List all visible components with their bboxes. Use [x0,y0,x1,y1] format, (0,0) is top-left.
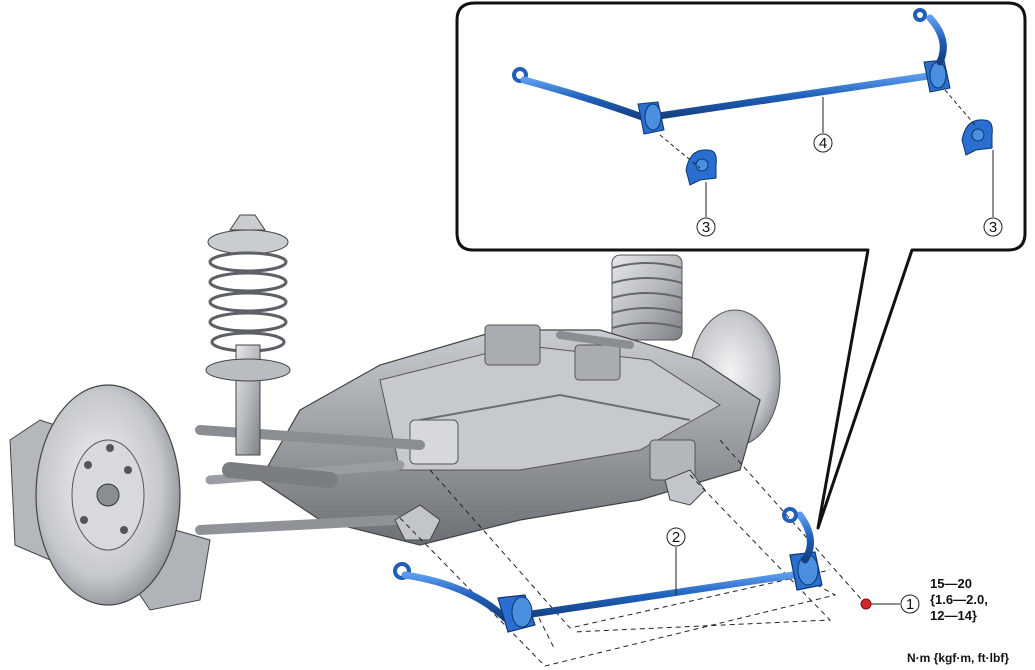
torque-line-3: 12—14} [930,608,977,623]
callout-2: 2 [666,527,686,595]
callout-3-left-label: 3 [702,219,710,236]
detail-bracket-left [685,149,717,186]
torque-units: N·m {kgf·m, ft·lbf} [907,651,1009,665]
callout-1-label: 1 [906,596,914,613]
callout-2-label: 2 [672,529,680,546]
callout-1: 1 [900,594,920,614]
detail-bushing-left [637,101,665,135]
bushing-bracket-left [497,594,536,633]
left-brake-disc [35,384,181,606]
right-strut [611,254,683,341]
torque-line-2: {1.6—2.0, [930,592,988,607]
torque-line-1: 15—20 [930,576,972,591]
detail-balloon: 4 3 3 [455,1,1027,530]
torque-spec: 15—20 {1.6—2.0, 12—14} [930,576,988,624]
stabilizer-assembly [393,507,823,633]
rear-suspension-assembly [9,214,781,611]
callout-3-right-label: 3 [989,219,997,236]
detail-bracket-right [961,119,993,156]
left-strut [205,214,291,456]
callout-4: 4 [813,97,833,153]
callout-3-left: 3 [696,182,716,237]
detail-bushing-right [923,59,951,93]
detail-stabilizer-bar [512,8,951,135]
callout-4-label: 4 [819,135,827,152]
bolt-marker [860,598,900,610]
callout-3-right: 3 [983,150,1003,237]
